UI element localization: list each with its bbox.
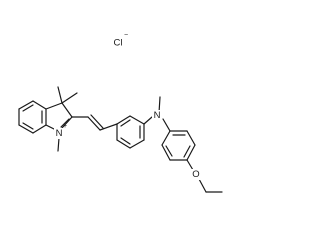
ethoxy-group (186, 159, 223, 193)
central-benzene-ring (116, 115, 145, 149)
svg-text:O: O (192, 169, 199, 180)
atom-label-n-indolium: N + (54, 123, 67, 139)
indoline-benzene-ring (18, 100, 47, 134)
structure-canvas: N + N O Cl − (18, 32, 223, 193)
svg-text:Cl: Cl (114, 38, 123, 49)
n-methyl-bond (57, 137, 60, 152)
atom-label-n-amine: N (152, 110, 162, 121)
phenoxy-benzene-ring (161, 130, 196, 161)
svg-text:N: N (154, 110, 161, 121)
atom-label-o-ether: O (191, 169, 201, 180)
gem-dimethyl-group (57, 86, 78, 104)
negative-charge: − (124, 32, 128, 39)
molecule-drawing: N + N O Cl − (18, 32, 223, 193)
indolium-five-ring (45, 102, 73, 131)
positive-charge: + (63, 123, 67, 130)
vinyl-linker (71, 114, 118, 131)
chloride-counter-ion: Cl − (114, 32, 129, 49)
svg-text:N: N (56, 128, 63, 139)
